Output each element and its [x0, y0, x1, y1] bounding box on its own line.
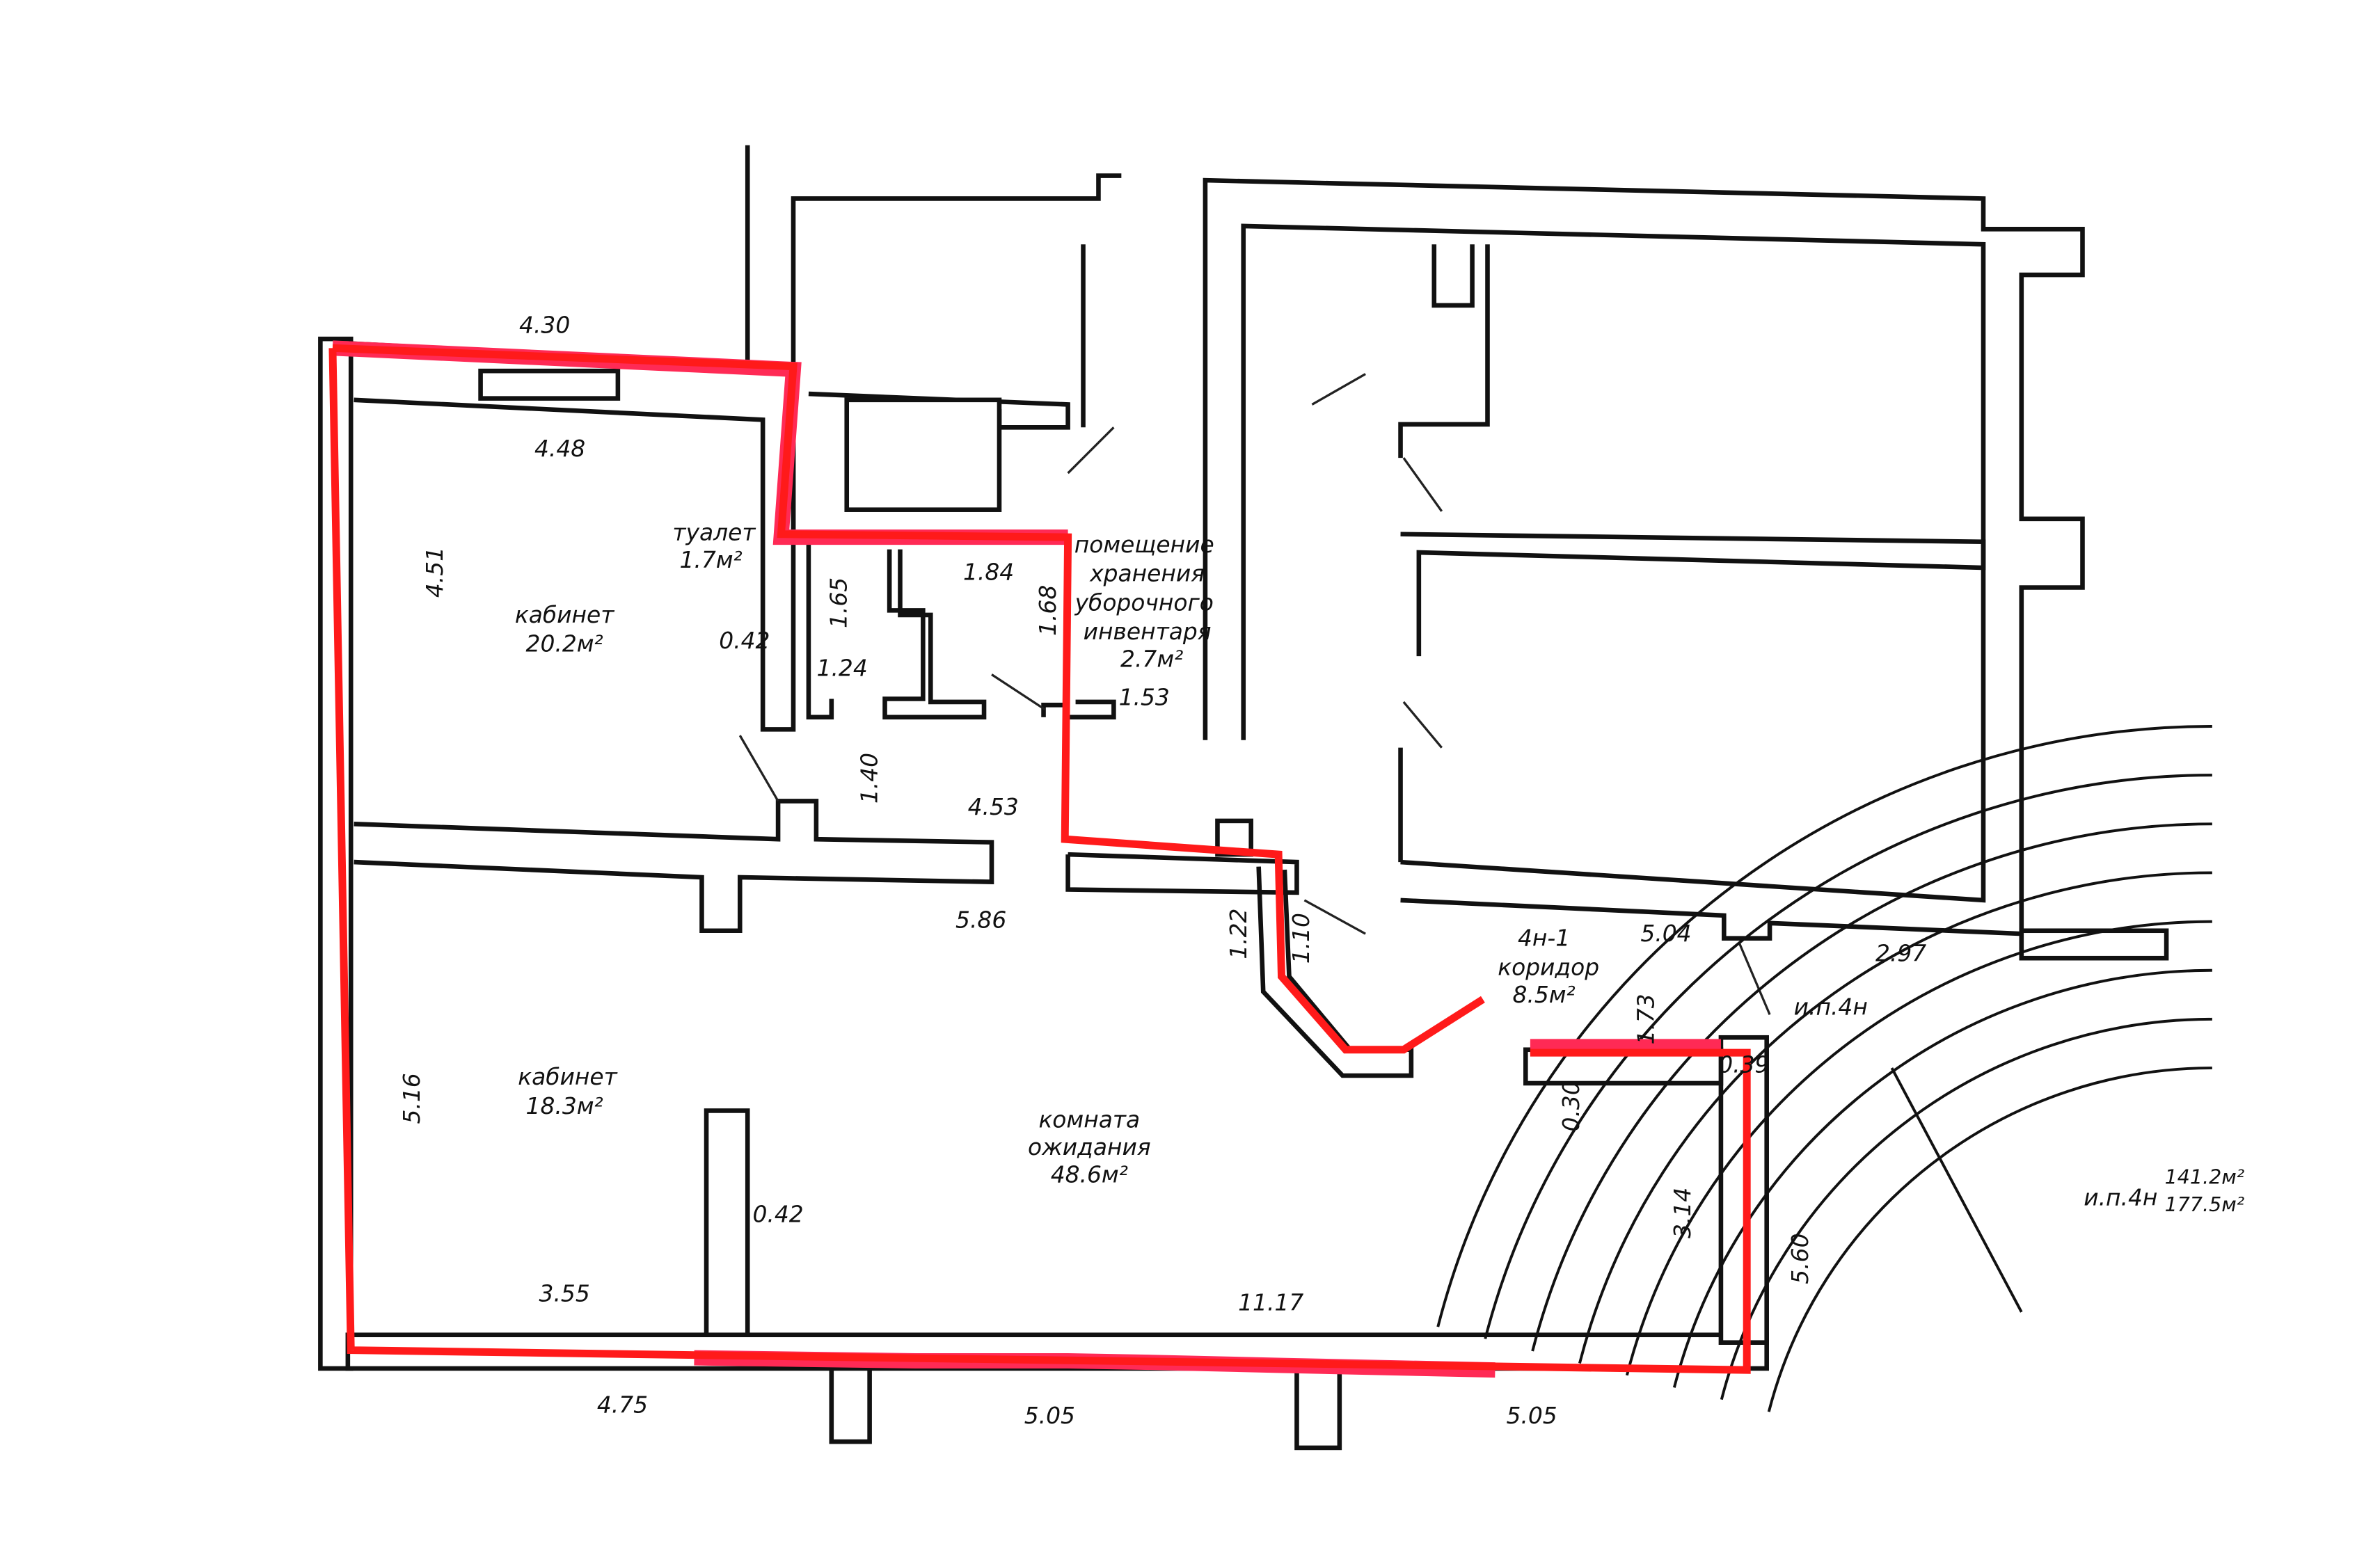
window	[478, 368, 621, 401]
dimension: 4.48	[534, 435, 585, 462]
corridor-top-wall	[1065, 852, 1299, 895]
stub-wall	[704, 1108, 750, 1338]
total-area: 141.2м²	[2165, 1166, 2245, 1189]
toilet-wall	[806, 541, 834, 720]
dimension: 3.55	[539, 1279, 590, 1307]
boundary-line	[328, 348, 1751, 1374]
dimension: 3.14	[1669, 1188, 1696, 1238]
room-code: 4н-1	[1518, 925, 1570, 952]
dimension: 1.40	[856, 753, 883, 804]
stair-step	[1436, 725, 2212, 1327]
room-area: 18.3м²	[526, 1092, 603, 1119]
dimension: 0.30	[1557, 1080, 1585, 1131]
boundary-line	[332, 344, 1485, 1054]
dimension: 1.22	[1225, 909, 1252, 959]
door	[1402, 701, 1443, 749]
dimension: 1.84	[963, 559, 1014, 586]
storage-wall	[882, 549, 987, 720]
shaft	[1431, 244, 1475, 308]
corridor-curve-wall	[1256, 866, 1414, 1078]
middle-wall	[354, 799, 994, 934]
room-area: 1.7м²	[679, 546, 742, 573]
dimension: 2.97	[1875, 940, 1926, 967]
room-area: 20.2м²	[526, 630, 603, 657]
room-name: инвентаря	[1084, 618, 1212, 645]
room-name: комната	[1038, 1106, 1140, 1133]
dimension: 5.04	[1640, 920, 1691, 947]
room-area: 2.7м²	[1120, 645, 1183, 672]
room-name: хранения	[1089, 560, 1205, 587]
dimension: 4.51	[421, 547, 448, 598]
storage-stub	[1041, 699, 1116, 720]
room-area: 8.5м²	[1512, 981, 1575, 1008]
dimension: 1.24	[817, 655, 868, 682]
door	[1738, 942, 1771, 1015]
total-area: 177.5м²	[2165, 1193, 2245, 1216]
stair-step	[1484, 774, 2212, 1339]
right-partition	[1400, 532, 1986, 657]
room-area: 48.6м²	[1051, 1160, 1128, 1188]
stair-step	[1672, 968, 2212, 1388]
dimension: 5.05	[1024, 1402, 1075, 1429]
room-name: коридор	[1498, 953, 1599, 980]
dimension: 11.17	[1238, 1289, 1303, 1316]
dimension: 0.42	[752, 1200, 803, 1227]
stair-direction-line	[1890, 1067, 2023, 1313]
stair-step	[1578, 871, 2212, 1364]
door	[1311, 373, 1366, 406]
room-name: туалет	[672, 519, 756, 546]
door	[1402, 457, 1443, 512]
dimension: 1.68	[1034, 585, 1061, 636]
dimension: 0.39	[1718, 1051, 1769, 1078]
dimension: 1.10	[1287, 913, 1315, 964]
dimensions: 4.30 4.48 4.51 0.42 1.65 1.24 1.40 1.84 …	[398, 311, 1926, 1429]
corridor-bottom-wall	[1400, 897, 2022, 941]
right-block-inner	[1241, 223, 1986, 903]
room-name: ожидания	[1028, 1133, 1151, 1160]
room-name: уборочного	[1074, 589, 1214, 616]
dimension: 4.30	[519, 311, 570, 338]
pillar	[829, 1366, 872, 1444]
door	[738, 735, 779, 802]
boundary-outline	[328, 340, 1751, 1378]
room-name: кабинет	[515, 601, 614, 628]
stairs	[1436, 725, 2212, 1412]
dimension: 4.53	[968, 793, 1019, 820]
stair-step	[1767, 1067, 2212, 1412]
dimension: 4.75	[597, 1391, 648, 1419]
dimension: 5.16	[398, 1073, 425, 1124]
dimension: 0.42	[719, 627, 770, 654]
dimension: 5.60	[1786, 1233, 1814, 1284]
door	[1303, 899, 1366, 935]
right-room-wall	[1398, 244, 1490, 458]
room-name: помещение	[1074, 531, 1214, 558]
dimension: 1.65	[825, 577, 852, 628]
walls	[318, 145, 2169, 1451]
dimension: 5.86	[955, 906, 1006, 933]
dimension: 1.53	[1119, 683, 1170, 710]
stair-step	[1531, 822, 2212, 1352]
upper-room	[844, 397, 1002, 512]
office-1-wall	[354, 397, 796, 732]
dimension: 1.73	[1632, 994, 1659, 1044]
stair-step	[1720, 1017, 2212, 1401]
premises-label: и.п.4н	[1794, 993, 1868, 1020]
pillar	[1294, 1366, 1342, 1451]
premises-label: и.п.4н	[2084, 1183, 2157, 1211]
stair-step	[1625, 920, 2212, 1376]
dimension: 5.05	[1506, 1402, 1557, 1429]
right-block-outer	[1203, 177, 2085, 931]
upper-wall	[745, 145, 1122, 369]
room-name: кабинет	[518, 1063, 617, 1090]
door	[1067, 426, 1115, 474]
labels: кабинет 20.2м² туалет 1.7м² помещение хр…	[515, 519, 2244, 1217]
door	[991, 673, 1046, 711]
